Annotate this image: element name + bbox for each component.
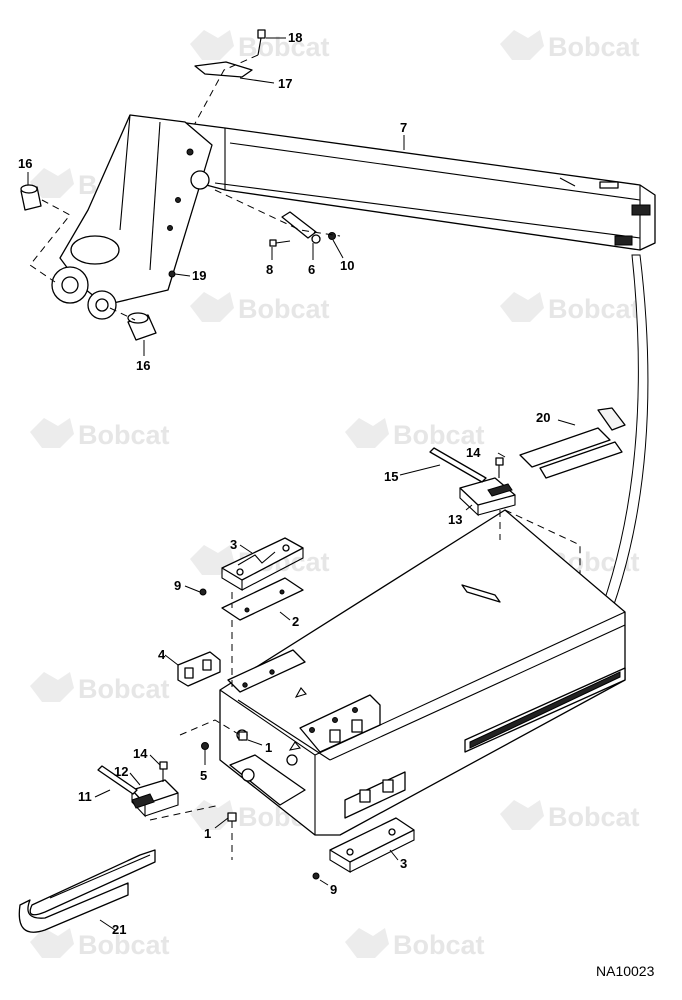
svg-text:Bobcat: Bobcat	[548, 294, 640, 324]
svg-text:Bobcat: Bobcat	[548, 32, 640, 62]
callout-7: 7	[400, 120, 407, 135]
rod-15	[429, 447, 487, 483]
grease-fitting-19	[168, 270, 176, 278]
callout-18: 18	[288, 30, 302, 45]
top-plate	[227, 649, 306, 693]
svg-text:Bobcat: Bobcat	[393, 420, 485, 450]
front-flange	[299, 694, 406, 819]
callout-1-lower: 1	[204, 826, 211, 841]
callout-1-upper: 1	[265, 740, 272, 755]
bobcat-watermark: Bobcat	[30, 418, 170, 450]
boom-pivot-end	[51, 114, 213, 320]
callout-16-upper: 16	[18, 156, 32, 171]
callout-3-lower: 3	[400, 856, 407, 871]
callout-4: 4	[158, 647, 166, 662]
callout-8: 8	[266, 262, 273, 277]
callout-20: 20	[536, 410, 550, 425]
callout-labels: 18 17 7 16 19 8 6 10 16 20 14 15 13 3 9 …	[18, 30, 550, 937]
callout-12: 12	[114, 764, 128, 779]
bobcat-watermark: Bobcat	[500, 800, 640, 832]
upper-boom-assembly	[20, 29, 656, 341]
bobcat-watermark: Bobcat	[500, 30, 640, 62]
bushing-16-upper	[20, 184, 42, 211]
bobcat-watermark: Bobcat	[190, 292, 330, 324]
callout-17: 17	[278, 76, 292, 91]
slide-block-12	[131, 779, 179, 818]
screw-5	[201, 742, 209, 750]
svg-text:Bobcat: Bobcat	[78, 930, 170, 960]
drawing-code: NA10023	[596, 963, 655, 979]
screw-9-lower	[312, 872, 320, 880]
bushing-16-lower	[127, 312, 157, 341]
bobcat-watermark: Bobcat	[500, 292, 640, 324]
pin-6	[281, 211, 317, 239]
nut-10	[328, 232, 336, 240]
svg-text:Bobcat: Bobcat	[238, 294, 330, 324]
svg-text:Bobcat: Bobcat	[78, 420, 170, 450]
callout-14-lower: 14	[133, 746, 148, 761]
svg-text:Bobcat: Bobcat	[548, 802, 640, 832]
screw-1-lower	[227, 812, 237, 860]
screw-18	[257, 29, 266, 56]
callout-15: 15	[384, 469, 398, 484]
wear-pad-3-lower	[329, 817, 415, 873]
slide-block-13	[459, 477, 516, 517]
callout-19: 19	[192, 268, 206, 283]
bolt-8	[269, 239, 291, 247]
warning-triangle	[294, 687, 307, 698]
callout-9-upper: 9	[174, 578, 181, 593]
svg-text:Bobcat: Bobcat	[393, 930, 485, 960]
callout-2: 2	[292, 614, 299, 629]
callout-11: 11	[78, 789, 92, 804]
bobcat-watermark: Bobcat	[30, 928, 170, 960]
washer-6	[311, 234, 321, 244]
boom-arm-7	[147, 117, 656, 251]
callout-10: 10	[340, 258, 354, 273]
wear-strip-21	[18, 849, 156, 933]
screw-9-upper	[199, 588, 207, 596]
callout-9-lower: 9	[330, 882, 337, 897]
wear-pad-3-upper	[221, 537, 304, 591]
bobcat-watermark: Bobcat	[345, 928, 485, 960]
leader-lines	[27, 37, 576, 931]
rod-11	[97, 765, 138, 795]
bobcat-watermark: Bobcat	[345, 418, 485, 450]
outer-boom-tube	[219, 509, 626, 836]
warning-triangle	[288, 741, 302, 751]
callout-14-upper: 14	[466, 445, 481, 460]
screw-14-upper	[495, 457, 504, 478]
bracket-4	[177, 651, 221, 687]
callout-5: 5	[200, 768, 207, 783]
callout-21: 21	[112, 922, 126, 937]
cover-plate-17	[194, 61, 253, 78]
bobcat-watermark: Bobcat	[30, 672, 170, 704]
callout-16-lower: 16	[136, 358, 150, 373]
lower-boom-assembly	[219, 509, 626, 836]
screw-1-upper	[238, 731, 248, 741]
tube-top-bracket	[461, 584, 501, 603]
callout-13: 13	[448, 512, 462, 527]
wear-strip-20	[519, 407, 626, 479]
svg-text:Bobcat: Bobcat	[78, 674, 170, 704]
screw-14-lower	[159, 761, 168, 782]
callout-3-upper: 3	[230, 537, 237, 552]
callout-6: 6	[308, 262, 315, 277]
shim-2	[221, 577, 304, 621]
